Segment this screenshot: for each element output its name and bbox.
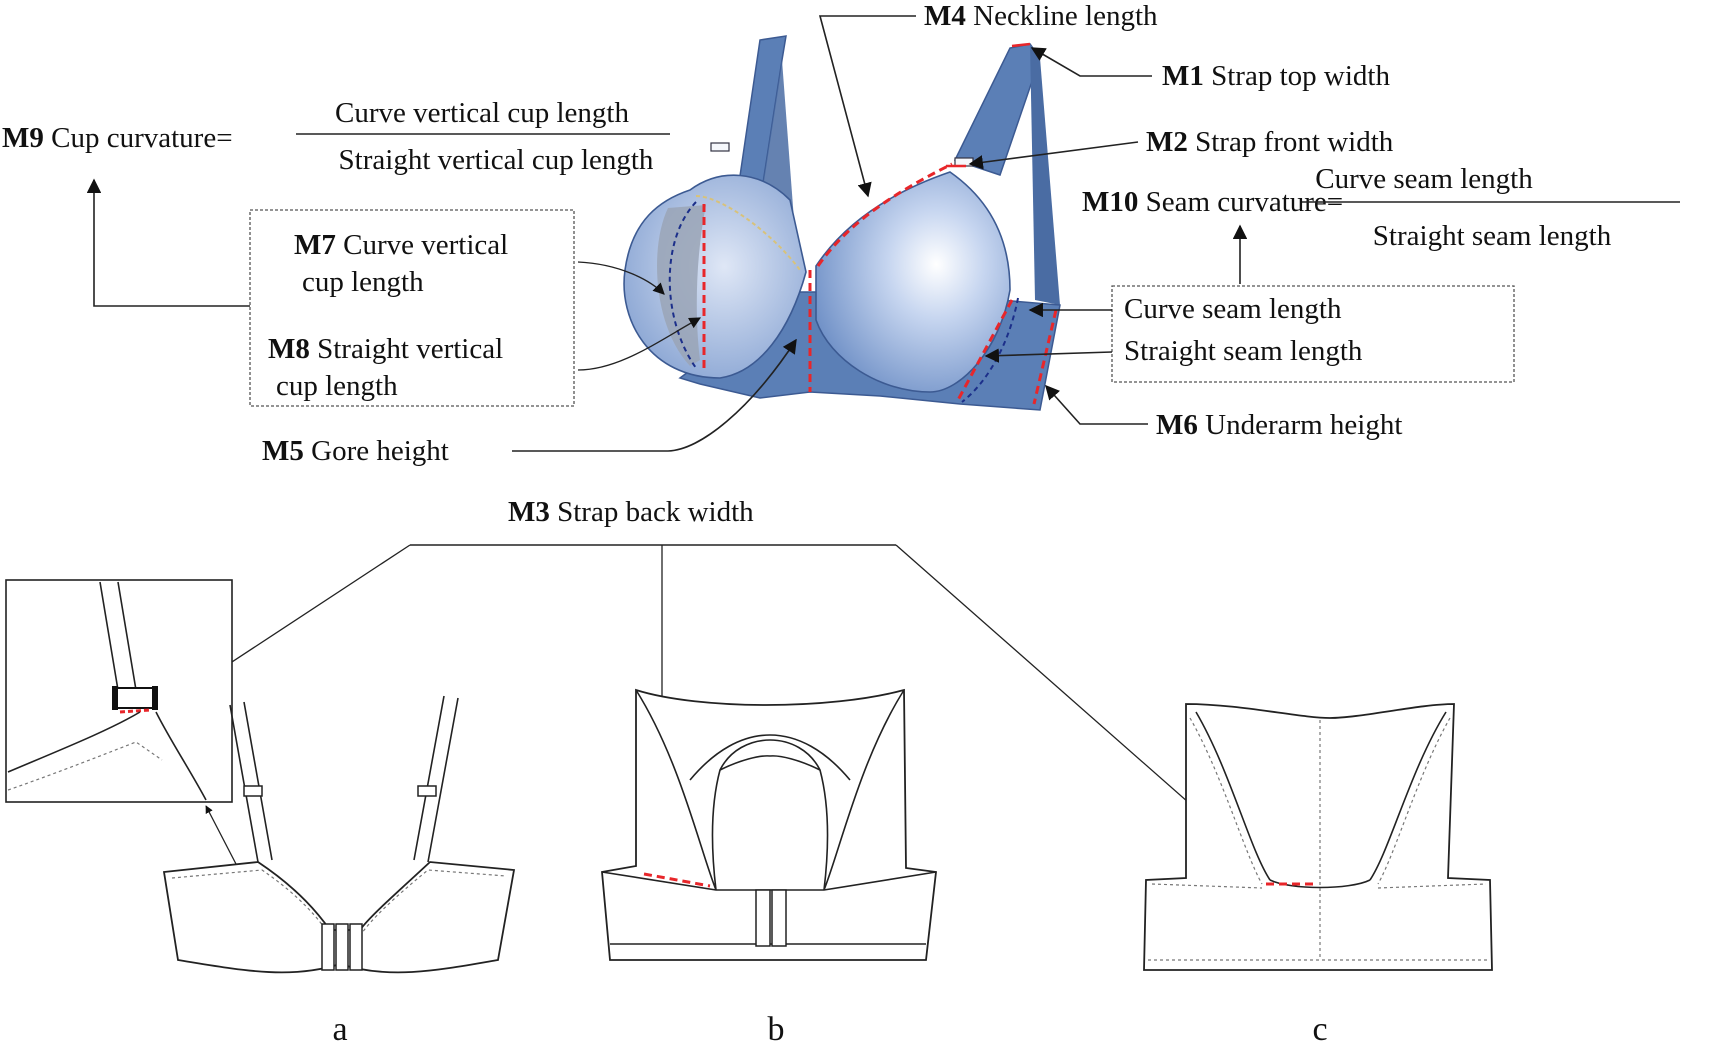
a-right-slider [417,785,437,797]
m2-label: M2 Strap front width [1146,126,1394,158]
m3-label: M3 Strap back width [508,496,754,528]
sublabel-a: a [332,1011,347,1048]
b-cutout [711,739,829,891]
a-right-strap [413,695,459,863]
m2-label-group: M2 Strap front width [968,126,1394,170]
m4-label: M4 Neckline length [924,0,1158,32]
m7-curve-line [668,201,697,369]
m9-label: M9 Cup curvature= [2,122,233,154]
b-straps [635,689,905,891]
m4-leader [818,15,916,198]
m10-label-group: M10 Seam curvature= Curve seam length St… [1082,163,1680,284]
b-outline [601,688,937,961]
straight-seam-label: Straight seam length [1124,335,1363,367]
front-bra-illustration [623,35,1061,411]
m10-denominator: Straight seam length [1373,220,1612,252]
cup-length-box: M7 Curve vertical cup length M8 Straight… [249,209,702,407]
m1-label-group: M1 Strap top width [1030,47,1390,92]
back-view-b [601,688,937,961]
a-left-strap [229,701,273,863]
c-band-top [1269,879,1371,889]
straight-seam-leader [984,348,1113,363]
c-outline [1143,703,1493,971]
m5-label-group: M5 Gore height [262,338,797,467]
sublabel-b: b [768,1011,785,1048]
left-cup-edge [695,195,801,271]
a-hook-3 [349,923,363,971]
right-strap [953,43,1041,176]
m8-label-line1: M8 Straight vertical [268,333,503,365]
c-stitch-band [1148,883,1488,961]
inset-edges [7,711,207,801]
b-cutout-top [719,755,821,771]
m6-label: M6 Underarm height [1156,409,1402,441]
m5-leader [512,338,797,452]
inset-slider [113,687,157,709]
inset-slider-left [112,686,118,710]
a-hook-1 [321,923,335,971]
seam-length-box: Curve seam length Straight seam length [984,285,1515,383]
inset-pointer [205,805,237,865]
inset-strap [99,581,137,691]
curve-seam-label: Curve seam length [1124,293,1342,325]
b-arch [689,734,851,781]
b-hook-2 [771,889,787,947]
m7-label-line1: M7 Curve vertical [294,229,508,261]
inset-m3-mark [119,708,151,714]
m1-tick [1011,42,1031,48]
inset-slider-right [152,686,158,710]
inset-stitch [7,741,163,791]
m9-leader [86,178,250,307]
m9-numerator: Curve vertical cup length [335,97,629,129]
cup-box-frame [249,209,575,407]
m6-leader [1045,384,1148,425]
a-left-slider [243,785,263,797]
m6-label-group: M6 Underarm height [1045,384,1402,441]
back-view-a [162,695,516,974]
seam-box-frame [1111,285,1515,383]
b-hook-1 [755,889,771,947]
a-hook-2 [335,923,349,971]
m10-label: M10 Seam curvature= [1082,186,1343,218]
a-band [162,861,516,974]
m6-underarm-line [1032,309,1058,405]
m8-label-line2: cup length [276,370,398,402]
m1-leader [1030,47,1152,77]
b-m3-mark [643,872,711,888]
c-armholes [1195,711,1447,881]
m4-neckline-line [816,162,953,267]
a-stitch [171,869,507,937]
m2-leader [968,141,1139,170]
m8-leader [577,317,702,371]
m9-denominator: Straight vertical cup length [339,144,654,176]
back-view-c [1143,703,1493,971]
m1-label: M1 Strap top width [1162,60,1390,92]
m7-label-line2: cup length [302,266,424,298]
left-strap-slider [710,142,730,152]
sublabel-c: c [1312,1011,1327,1048]
m4-label-group: M4 Neckline length [818,0,1158,198]
m5-label: M5 Gore height [262,435,449,467]
right-strap-outer [1030,44,1060,305]
m7-leader [577,261,665,295]
inset-detail [5,579,237,865]
m10-numerator: Curve seam length [1315,163,1533,195]
m9-label-group: M9 Cup curvature= Curve vertical cup len… [2,97,670,307]
